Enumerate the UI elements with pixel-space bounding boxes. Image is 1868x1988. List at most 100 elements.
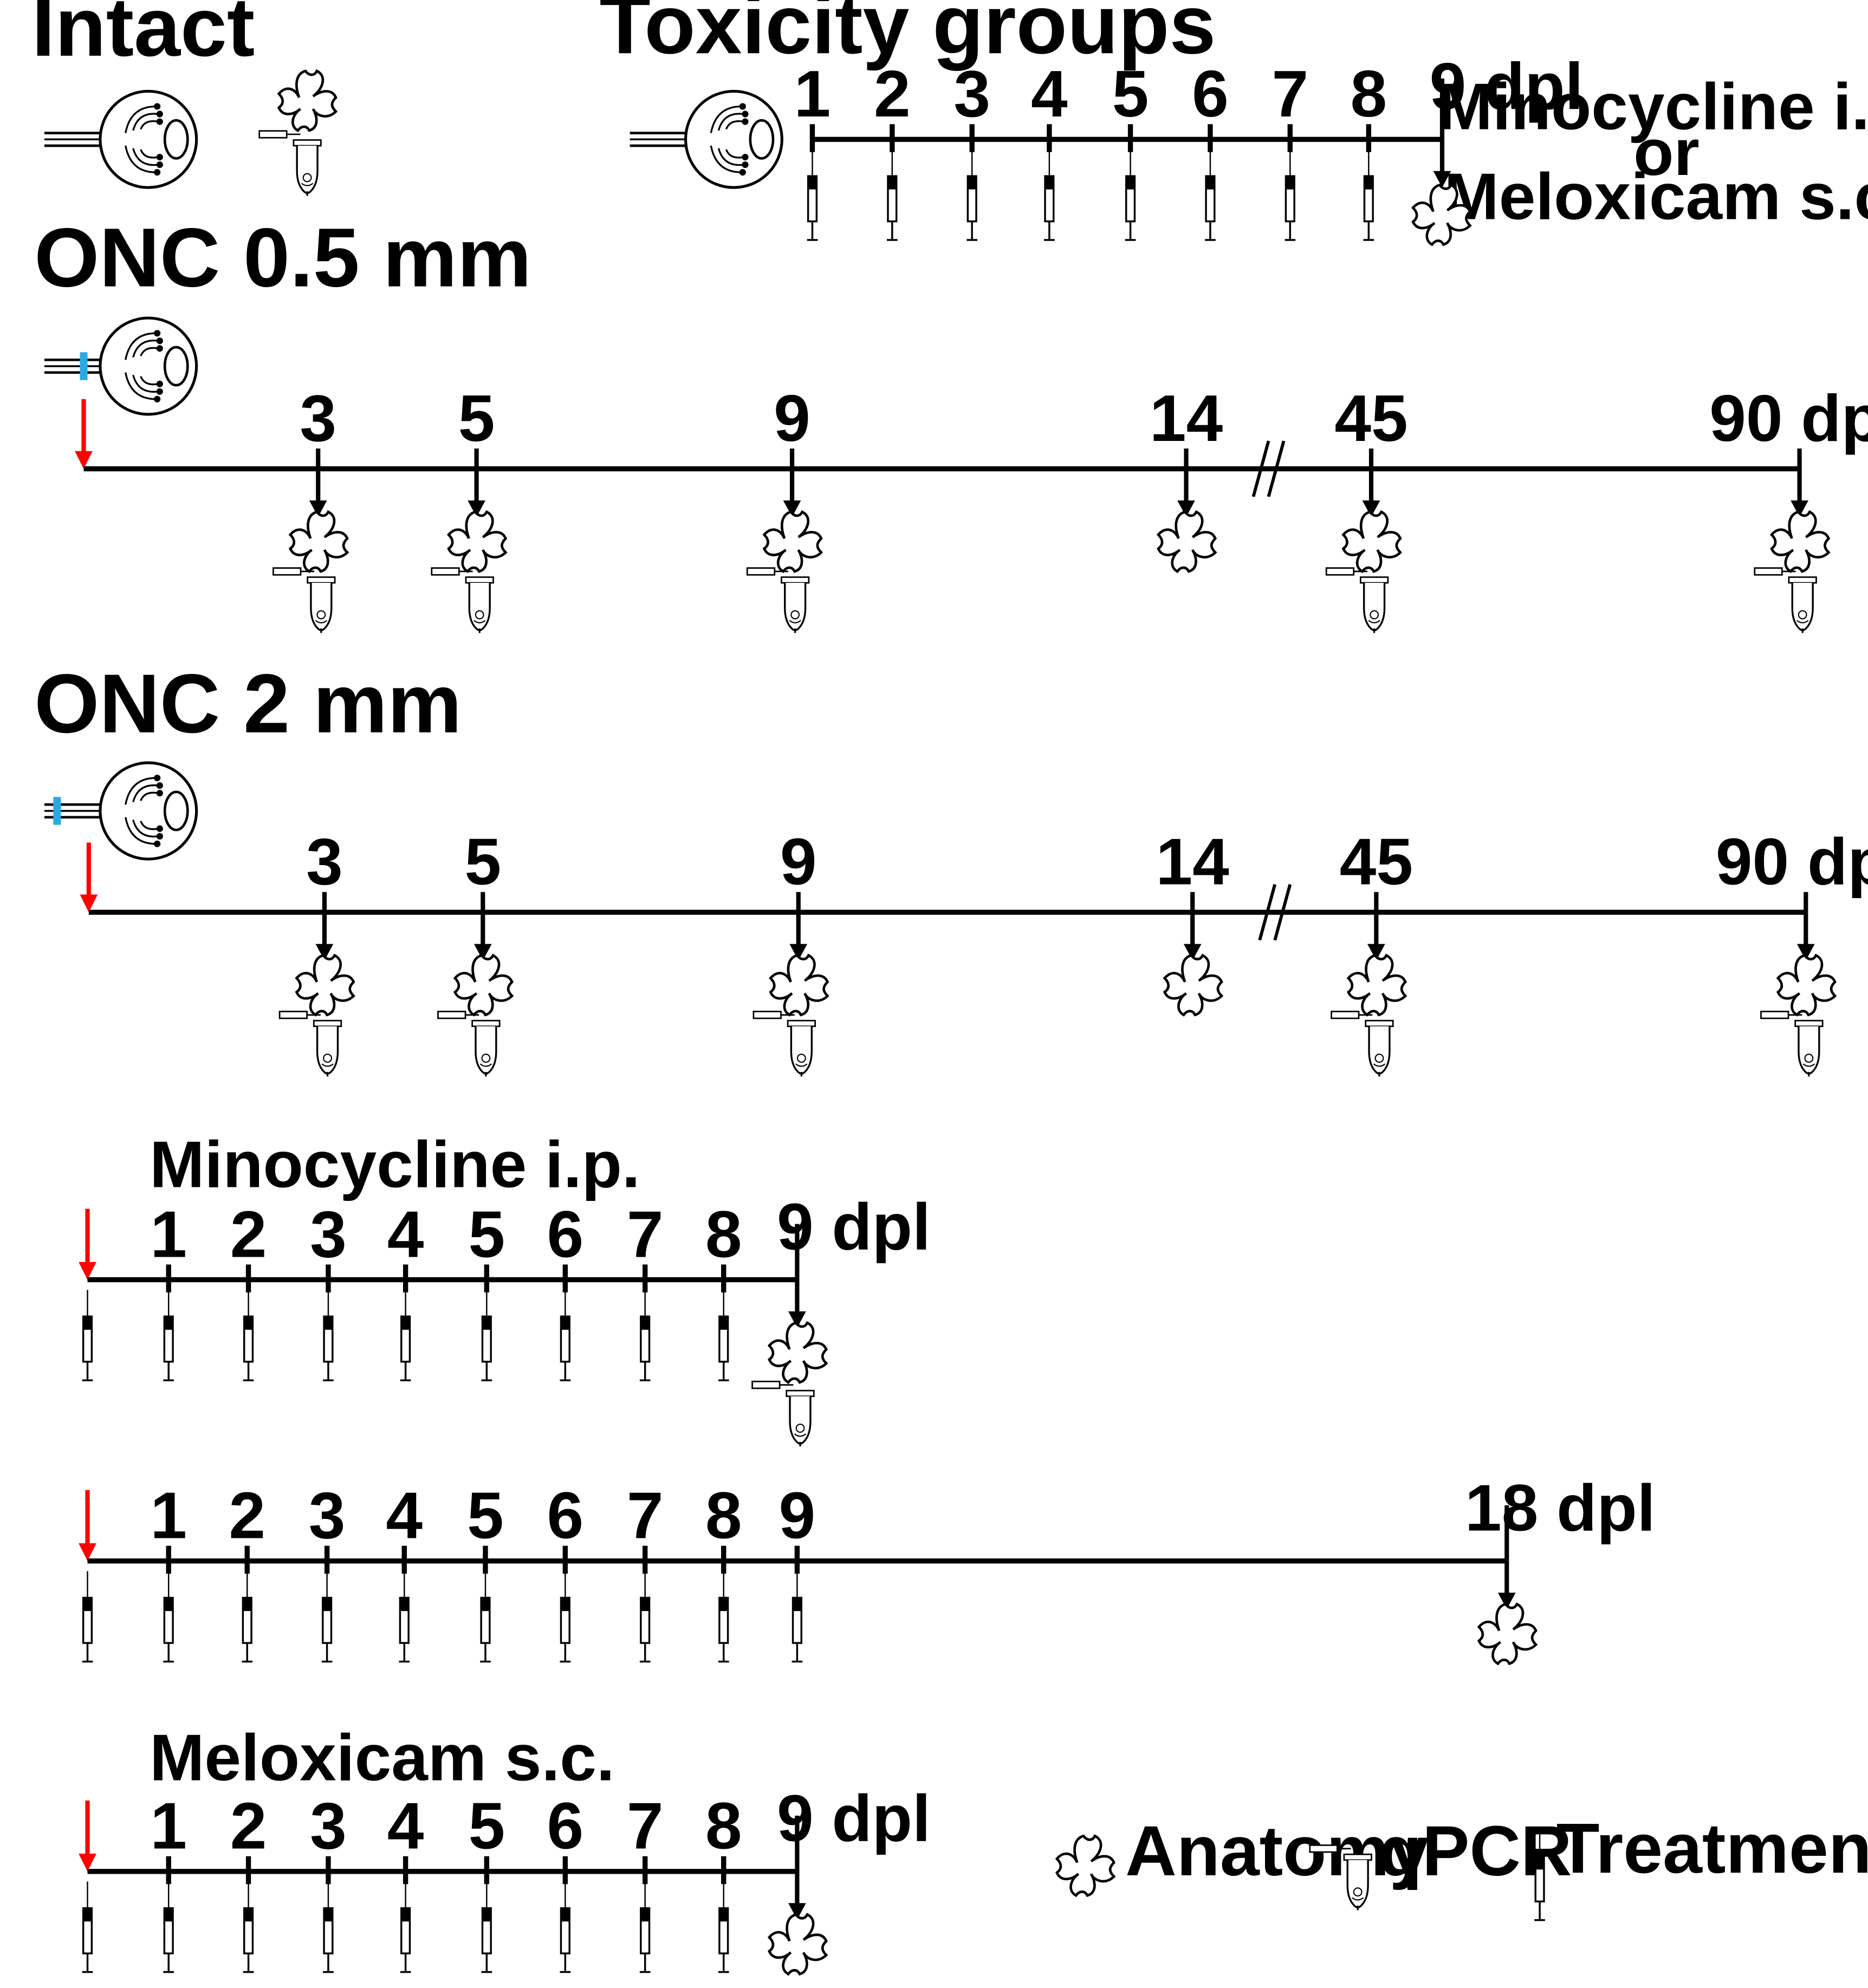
minocycline-tl2-tick-label-2: 2 [229, 1479, 265, 1552]
minocycline-tl1-syringe-icon-0 [81, 1289, 94, 1381]
meloxicam-tl-tick-label-6: 6 [547, 1789, 584, 1863]
onc2-qpcr-icon-6 [1760, 1010, 1824, 1077]
onc2-qpcr-icon-1 [278, 1010, 342, 1077]
minocycline-tl2-tick-label-6: 6 [547, 1479, 584, 1552]
onc05-axis-break-a [1251, 440, 1270, 497]
onc05-anatomy-icon-4 [1158, 512, 1215, 571]
minocycline-tl2-tick-label-9: 9 [779, 1479, 816, 1552]
legend-treatment-label: Treatment [1556, 1808, 1868, 1888]
onc05-qpcr-icon-2 [431, 567, 495, 634]
onc05-qpcr-icon-6 [1754, 567, 1818, 634]
onc2-timepoint-label-1: 3 [306, 825, 343, 899]
legend-anatomy-icon [1057, 1836, 1114, 1895]
meloxicam-title: Meloxicam s.c. [150, 1720, 615, 1794]
minocycline-tl1-tick-label-6: 6 [547, 1197, 584, 1271]
meloxicam-tl-syringe-icon-7 [639, 1880, 652, 1973]
minocycline-tl2-syringe-icon-6 [559, 1570, 572, 1663]
meloxicam-tl-syringe-icon-3 [322, 1880, 335, 1973]
meloxicam-tl-tick-label-2: 2 [230, 1789, 267, 1863]
intact-eye-icon [44, 91, 197, 187]
minocycline-tl2-syringe-icon-8 [717, 1570, 730, 1663]
toxicity-syringe-icon-8 [1362, 148, 1375, 241]
minocycline-tl2-lesion-arrow-head [79, 1543, 96, 1561]
minocycline-tl1-end-label: 9 dpl [777, 1190, 931, 1263]
toxicity-title: Toxicity groups [599, 0, 1216, 71]
meloxicam-tl-tick-label-8: 8 [705, 1789, 742, 1863]
meloxicam-tl-syringe-icon-5 [480, 1880, 493, 1973]
toxicity-eye-icon [630, 91, 782, 187]
onc2-lesion-arrow-head [80, 894, 98, 913]
onc05-anatomy-icon-5 [1344, 512, 1400, 571]
onc05-timepoint-label-4: 14 [1150, 381, 1223, 455]
minocycline-tl1-tick-label-8: 8 [705, 1197, 742, 1271]
onc05-axis-break-b [1267, 440, 1286, 497]
meloxicam-tl-anatomy-icon [769, 1914, 826, 1974]
minocycline-tl1-tick-label-3: 3 [310, 1197, 347, 1271]
meloxicam-tl-tick-label-1: 1 [150, 1789, 187, 1863]
onc2-axis-break-a [1258, 883, 1277, 941]
toxicity-tick-label-7: 7 [1272, 57, 1308, 131]
minocycline-tl2-tick-label-4: 4 [386, 1479, 423, 1552]
onc2-timepoint-label-3: 9 [780, 825, 817, 899]
intact-anatomy-icon [279, 71, 336, 131]
toxicity-tick-label-2: 2 [874, 57, 911, 131]
minocycline-tl2-tick-label-3: 3 [309, 1479, 346, 1552]
meloxicam-tl-syringe-icon-6 [559, 1880, 572, 1973]
minocycline-tl2-syringe-icon-2 [241, 1570, 254, 1663]
onc2-anatomy-icon-4 [1165, 956, 1222, 1015]
minocycline-tl1-syringe-icon-1 [162, 1289, 175, 1381]
meloxicam-tl-tick-label-7: 7 [627, 1789, 664, 1863]
minocycline-tl1-tick-label-7: 7 [627, 1197, 664, 1271]
onc05-timepoint-label-2: 5 [458, 381, 495, 455]
minocycline-tl2-tick-label-7: 7 [627, 1479, 664, 1552]
meloxicam-tl-tick-label-5: 5 [468, 1789, 505, 1863]
meloxicam-tl-tick-label-4: 4 [387, 1789, 424, 1863]
minocycline-tl2-tick-label-8: 8 [705, 1479, 742, 1552]
minocycline-tl1-tick-label-5: 5 [468, 1197, 505, 1271]
meloxicam-tl-end-label: 9 dpl [777, 1782, 931, 1855]
meloxicam-tl-syringe-icon-0 [81, 1880, 94, 1973]
toxicity-syringe-icon-5 [1124, 148, 1137, 241]
minocycline-tl2-syringe-icon-4 [398, 1570, 411, 1663]
minocycline-tl1-qpcr-icon [751, 1380, 815, 1447]
minocycline-tl1-lesion-arrow-head [79, 1262, 96, 1280]
toxicity-tick-label-3: 3 [954, 57, 990, 131]
toxicity-syringe-icon-4 [1043, 148, 1056, 241]
intact-qpcr-icon [258, 129, 322, 197]
minocycline-tl1-syringe-icon-3 [322, 1289, 335, 1381]
onc2-anatomy-icon-2 [455, 956, 512, 1015]
onc2-anatomy-icon-1 [296, 956, 353, 1015]
onc05-timepoint-label-1: 3 [300, 381, 336, 455]
minocycline-tl1-syringe-icon-2 [242, 1289, 255, 1381]
minocycline-tl1-syringe-icon-8 [717, 1289, 730, 1381]
minocycline-tl2-end-label: 18 dpl [1465, 1471, 1655, 1545]
minocycline-tl2-syringe-icon-3 [321, 1570, 334, 1663]
minocycline-tl1-syringe-icon-7 [639, 1289, 652, 1381]
intact-title: Intact [32, 0, 255, 74]
minocycline-tl2-syringe-icon-0 [81, 1570, 94, 1663]
onc05-anatomy-icon-6 [1772, 512, 1828, 571]
minocycline-tl2-syringe-icon-1 [162, 1570, 175, 1663]
onc2-timepoint-label-6: 90 dpl [1716, 825, 1868, 899]
onc2-anatomy-icon-6 [1778, 956, 1835, 1015]
toxicity-syringe-icon-6 [1204, 148, 1217, 241]
minocycline-tl2-anatomy-icon [1479, 1604, 1536, 1664]
minocycline-tl1-syringe-icon-5 [480, 1289, 493, 1381]
minocycline-tl2-syringe-icon-5 [479, 1570, 492, 1663]
toxicity-syringe-icon-1 [806, 148, 819, 241]
onc2-anatomy-icon-5 [1348, 956, 1405, 1015]
onc05-anatomy-icon-3 [764, 512, 821, 571]
meloxicam-tl-lesion-arrow-head [79, 1854, 96, 1872]
onc05-eye-icon [44, 318, 197, 414]
onc05-qpcr-icon-1 [272, 567, 336, 634]
onc05-anatomy-icon-1 [290, 512, 347, 571]
onc2-qpcr-icon-2 [437, 1010, 501, 1077]
minocycline-title: Minocycline i.p. [150, 1128, 640, 1201]
minocycline-tl2-tick-label-1: 1 [150, 1479, 187, 1552]
onc05-timepoint-label-3: 9 [774, 381, 810, 455]
onc05-qpcr-icon-3 [746, 567, 810, 634]
onc05-timepoint-label-5: 45 [1334, 381, 1408, 455]
meloxicam-tl-syringe-icon-4 [399, 1880, 412, 1973]
toxicity-tick-label-8: 8 [1350, 57, 1387, 131]
onc2-axis-break-b [1273, 883, 1292, 941]
